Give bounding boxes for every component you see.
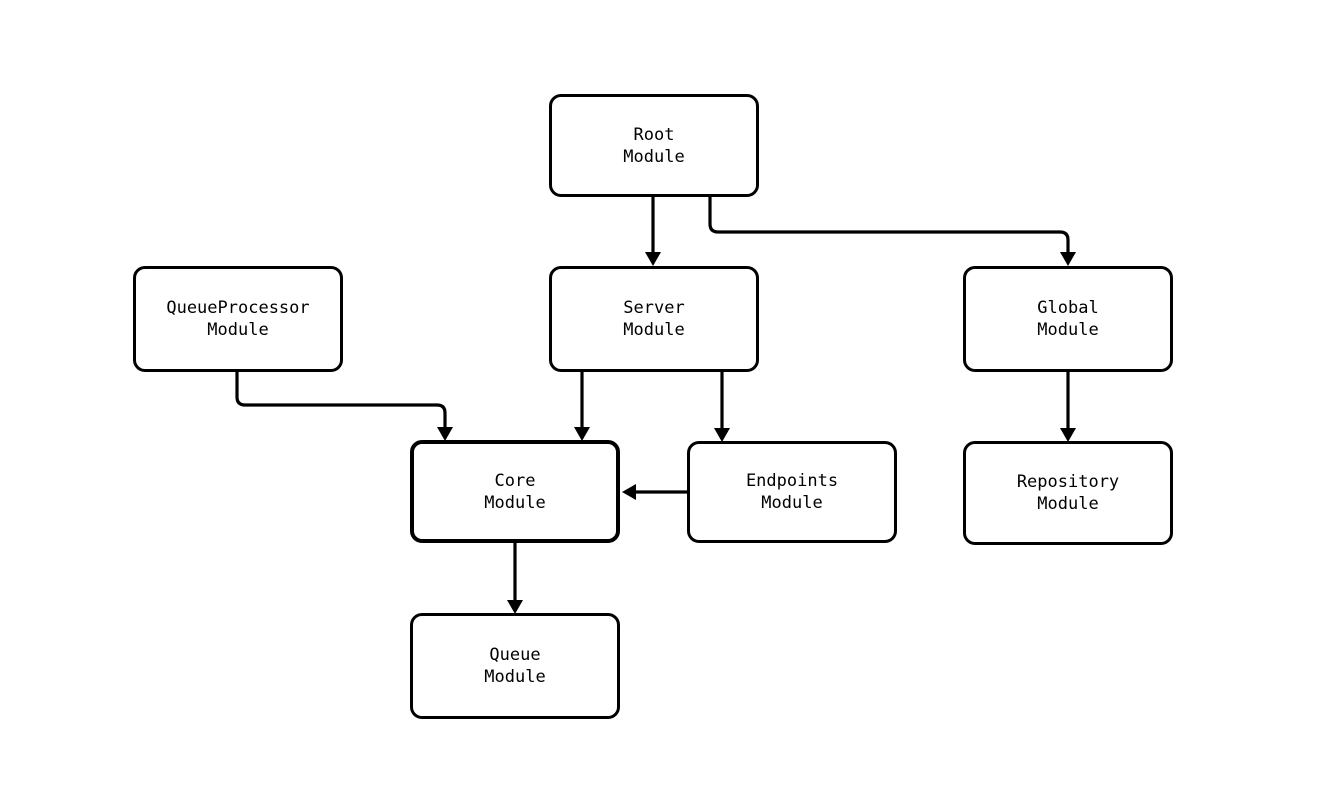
node-queueprocessor-module-label: QueueProcessor Module xyxy=(166,298,310,340)
node-core-module-label: Core Module xyxy=(484,470,546,513)
node-endpoints-module[interactable]: Endpoints Module xyxy=(687,441,897,543)
edge-root-global-line xyxy=(708,197,1070,252)
arrowhead-queueprocessor-core-icon xyxy=(437,427,453,441)
node-endpoints-module-label: Endpoints Module xyxy=(745,471,839,513)
arrowhead-server-endpoints-icon xyxy=(714,428,730,442)
node-server-module-label: Server Module xyxy=(623,298,685,340)
node-repository-module[interactable]: Repository Module xyxy=(963,441,1173,545)
arrowhead-endpoints-core-icon xyxy=(622,484,636,500)
node-global-module[interactable]: Global Module xyxy=(963,266,1173,372)
node-queueprocessor-module[interactable]: QueueProcessor Module xyxy=(133,266,343,372)
arrowhead-root-server-icon xyxy=(645,252,661,266)
arrowhead-server-core-icon xyxy=(574,427,590,441)
arrowhead-core-queue-icon xyxy=(507,600,523,614)
node-root-module[interactable]: Root Module xyxy=(549,94,759,197)
node-queue-module-label: Queue Module xyxy=(484,645,546,687)
node-repository-module-label: Repository Module xyxy=(1016,472,1120,514)
node-server-module[interactable]: Server Module xyxy=(549,266,759,372)
node-global-module-label: Global Module xyxy=(1037,298,1099,340)
arrowhead-global-repository-icon xyxy=(1060,428,1076,442)
edge-queueprocessor-core-line xyxy=(235,372,447,427)
node-queue-module[interactable]: Queue Module xyxy=(410,613,620,719)
arrowhead-root-global-icon xyxy=(1060,252,1076,266)
node-root-module-label: Root Module xyxy=(623,124,685,167)
node-core-module[interactable]: Core Module xyxy=(410,440,620,543)
